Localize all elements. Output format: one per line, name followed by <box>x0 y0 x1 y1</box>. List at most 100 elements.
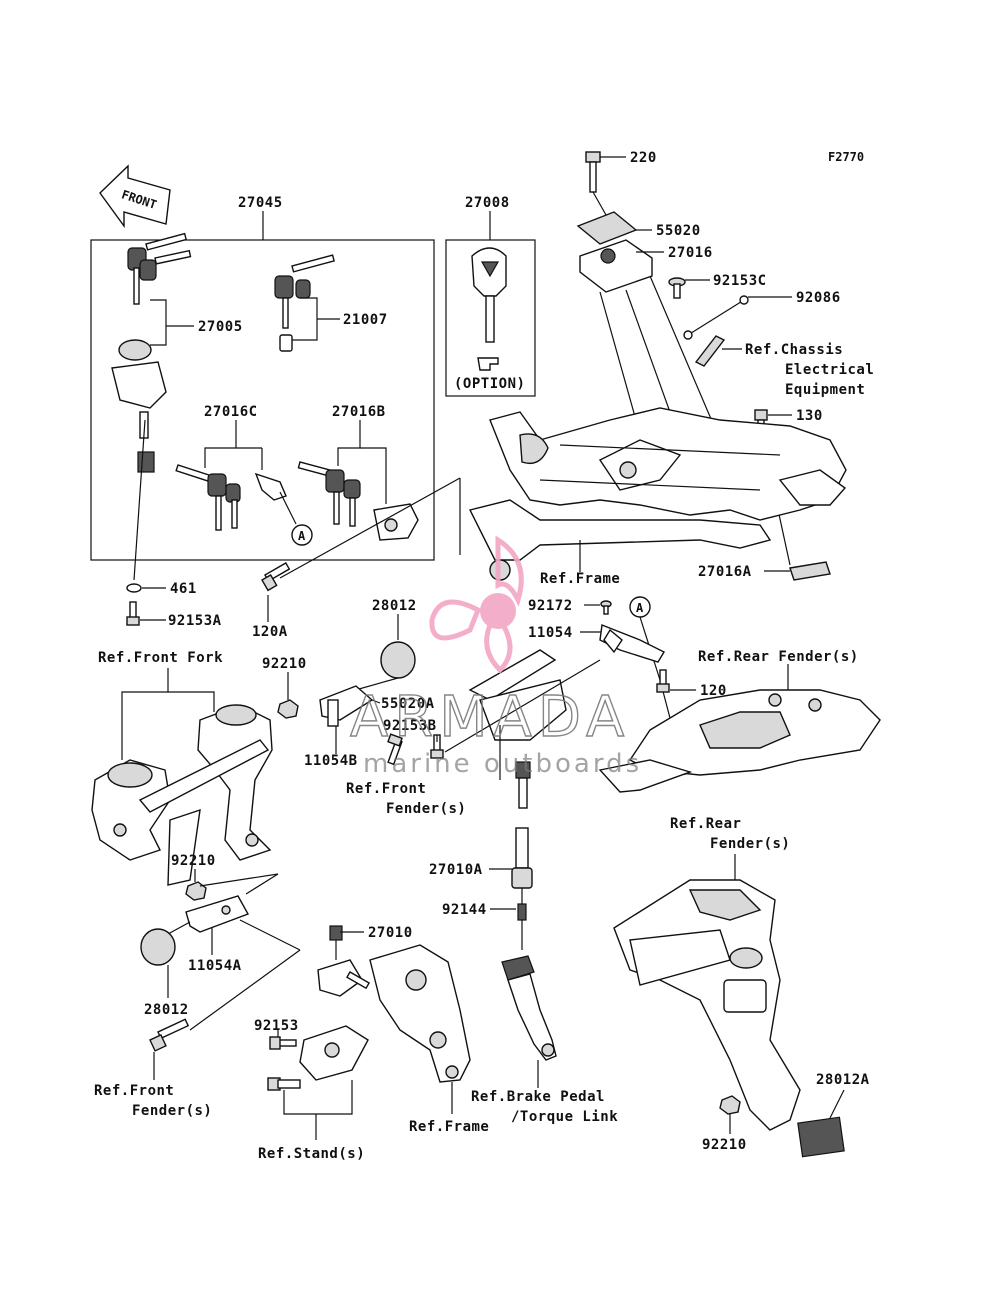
callout-92172: 92172 <box>528 598 573 614</box>
bolt-front-fender-icon <box>387 733 403 766</box>
ref-front-fork: Ref.Front Fork <box>98 650 223 666</box>
bracket-11054-icon <box>599 624 665 663</box>
option-label: (OPTION) <box>454 376 525 392</box>
reflector-28012A-icon <box>797 1116 845 1158</box>
front-fork-icon <box>91 704 273 886</box>
chassis-ref-icon <box>694 335 726 367</box>
bracket-11054A-icon <box>185 895 250 933</box>
callout-120A: 120A <box>252 624 288 640</box>
callout-92086: 92086 <box>796 290 841 306</box>
watermark-brand: ARMADA <box>350 685 630 750</box>
callout-461: 461 <box>170 581 197 597</box>
callout-55020: 55020 <box>656 223 701 239</box>
callout-27010A: 27010A <box>429 862 483 878</box>
ref-rear-fender-top: Ref.Rear Fender(s) <box>698 649 859 665</box>
screw-92172-icon <box>600 600 612 615</box>
ref-frame-top: Ref.Frame <box>540 571 620 587</box>
diagram-code: F2770 <box>828 150 864 164</box>
ref-chassis-3: Equipment <box>785 382 865 398</box>
cap-28012-bottom-icon <box>140 928 176 966</box>
washer-461-icon <box>126 583 142 593</box>
ref-front-fender-mid-2: Fender(s) <box>386 801 466 817</box>
bolt-120-icon <box>656 669 670 693</box>
callout-27008: 27008 <box>465 195 510 211</box>
bolt-120A-icon <box>261 562 291 592</box>
ref-chassis-1: Ref.Chassis <box>745 342 843 358</box>
callout-27010: 27010 <box>368 925 413 941</box>
bracket-27016A-icon <box>789 561 831 581</box>
ref-stand: Ref.Stand(s) <box>258 1146 365 1162</box>
callout-130: 130 <box>796 408 823 424</box>
callout-55020A: 55020A <box>381 696 435 712</box>
callout-92210-mid: 92210 <box>171 853 216 869</box>
callout-27016B: 27016B <box>332 404 386 420</box>
callout-220: 220 <box>630 150 657 166</box>
bolt-220-icon <box>585 151 601 193</box>
callout-92153: 92153 <box>254 1018 299 1034</box>
ref-front-fender-mid-1: Ref.Front <box>346 781 426 797</box>
marker-a-left-label: A <box>298 529 306 543</box>
bolt-92153B-icon <box>430 734 444 759</box>
stand-bracket-icon <box>299 1025 369 1081</box>
bolt-92153A-icon <box>126 601 140 626</box>
marker-a-right-label: A <box>636 601 644 615</box>
callout-11054: 11054 <box>528 625 573 641</box>
marker-a-left <box>291 524 313 546</box>
switch-27010-icon <box>317 925 371 997</box>
plate-55020-icon <box>576 211 638 245</box>
blank-key-icon <box>471 247 507 371</box>
callout-28012-top: 28012 <box>372 598 417 614</box>
callout-28012A: 28012A <box>816 1072 870 1088</box>
ref-brake-2: /Torque Link <box>511 1109 618 1125</box>
callout-27005: 27005 <box>198 319 243 335</box>
brake-pedal-icon <box>501 955 557 1061</box>
rear-fender-top-icon <box>598 689 881 793</box>
callout-27016C: 27016C <box>204 404 258 420</box>
callout-92153A: 92153A <box>168 613 222 629</box>
nut-92210-mid-icon <box>185 881 207 901</box>
frame-lower-icon <box>369 944 471 1083</box>
ref-front-fender-bot-1: Ref.Front <box>94 1083 174 1099</box>
callout-92210-bottom: 92210 <box>702 1137 747 1153</box>
callout-28012-bottom: 28012 <box>144 1002 189 1018</box>
callout-21007: 21007 <box>343 312 388 328</box>
bolt-stand-icon <box>267 1077 301 1091</box>
nut-92210-bottom-icon <box>719 1095 741 1115</box>
bolt-front-fender-bottom-icon <box>149 1018 190 1052</box>
callout-92153C: 92153C <box>713 273 767 289</box>
callout-92153B: 92153B <box>383 718 437 734</box>
bracket-11054B-icon <box>319 685 374 727</box>
ref-brake-1: Ref.Brake Pedal <box>471 1089 605 1105</box>
callout-120: 120 <box>700 683 727 699</box>
ref-front-fender-bot-2: Fender(s) <box>132 1103 212 1119</box>
ref-chassis-2: Electrical <box>785 362 874 378</box>
callout-27045: 27045 <box>238 195 283 211</box>
ignition-switch-icon <box>111 339 167 473</box>
keys-27016B-icon <box>297 461 419 541</box>
callout-11054A: 11054A <box>188 958 242 974</box>
brake-switch-bracket-icon <box>468 649 567 741</box>
keys-27005-icon <box>127 232 192 305</box>
keys-27016C-icon <box>175 464 287 531</box>
ref-frame-bottom: Ref.Frame <box>409 1119 489 1135</box>
switch-27010A-icon <box>511 761 533 889</box>
cap-28012-icon <box>380 641 416 679</box>
ref-rear-fender-r1: Ref.Rear <box>670 816 741 832</box>
kit-27045-group: 27045 27005 21007 <box>90 195 435 561</box>
callout-27016: 27016 <box>668 245 713 261</box>
watermark-tagline: marine outboards <box>363 749 642 779</box>
key-27008-group: 27008 (OPTION) <box>445 195 536 397</box>
callout-92144: 92144 <box>442 902 487 918</box>
nut-92210-top-icon <box>277 699 299 719</box>
bolt-92153-icon <box>269 1036 297 1050</box>
keys-21007-icon <box>274 254 335 352</box>
callout-11054B: 11054B <box>304 753 358 769</box>
spring-92144-icon <box>517 888 527 950</box>
watermark-logo-icon <box>429 535 524 674</box>
callout-27016A: 27016A <box>698 564 752 580</box>
callout-92210-top: 92210 <box>262 656 307 672</box>
switch-27016-icon <box>579 239 653 293</box>
ref-rear-fender-r2: Fender(s) <box>710 836 790 852</box>
